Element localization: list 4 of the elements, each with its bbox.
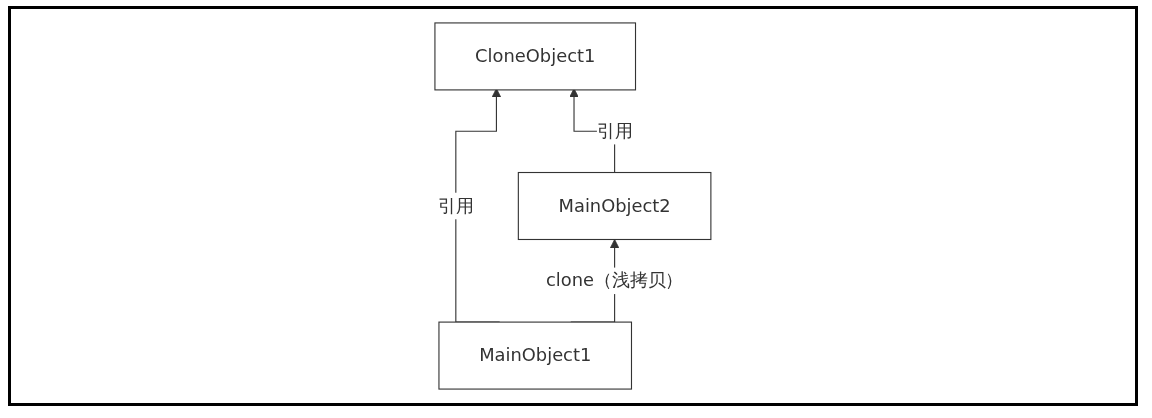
- edge-label: 引用: [438, 194, 474, 217]
- node-box: [517, 171, 712, 241]
- edge-label: 引用: [596, 120, 633, 142]
- node-box: [434, 22, 637, 91]
